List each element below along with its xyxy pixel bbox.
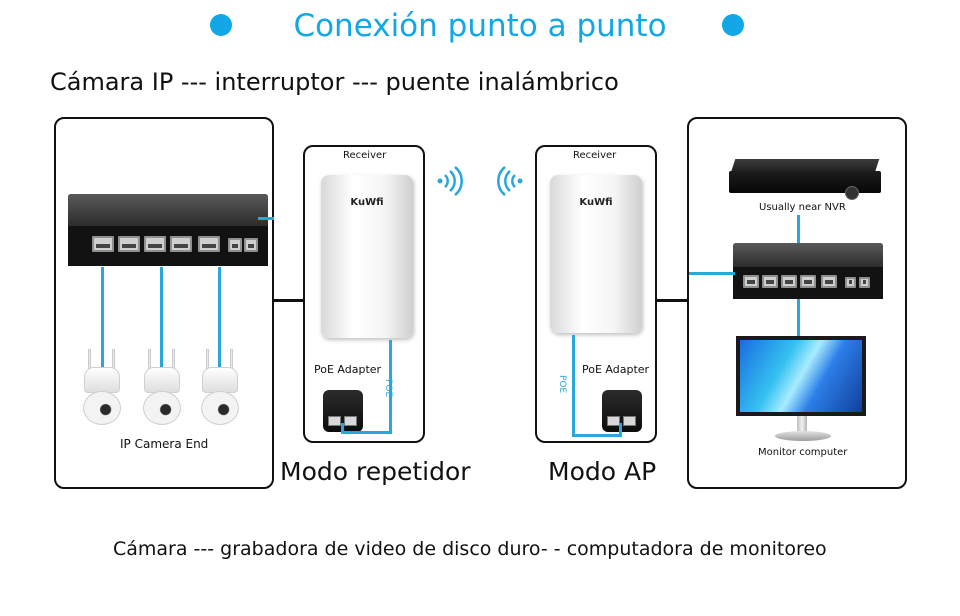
decorative-dot-left xyxy=(210,14,232,36)
monitoring-end-panel: Usually near NVR Monitor computer xyxy=(687,117,907,489)
cable-switch-camera-2 xyxy=(160,267,163,375)
poe-adapter-label: PoE Adapter xyxy=(314,363,382,376)
poe-switch-icon xyxy=(733,243,883,299)
poe-cable-label: POE xyxy=(557,375,567,394)
wireless-bridge-icon: KuWfi xyxy=(321,175,413,338)
monitor-base xyxy=(775,431,831,441)
brand-logo: KuWfi xyxy=(579,197,613,208)
ip-camera-icon xyxy=(140,349,184,427)
camera-end-panel: IP Camera End xyxy=(54,117,274,489)
wireless-signal-icon xyxy=(497,166,523,196)
poe-cable-label: POE xyxy=(383,379,393,398)
page-title: Conexión punto a punto xyxy=(293,8,667,44)
cable-switch-uplink xyxy=(689,272,735,275)
cable-nvr-switch xyxy=(797,215,800,243)
monitor-icon xyxy=(736,336,866,416)
poe-cable-bottom xyxy=(572,434,621,437)
monitor-caption: Monitor computer xyxy=(758,447,848,458)
cable-ap-to-right xyxy=(656,299,688,302)
poe-adapter-label: PoE Adapter xyxy=(582,363,650,376)
nvr-recorder-icon xyxy=(729,159,881,200)
ip-camera-icon xyxy=(80,349,124,427)
nvr-caption: Usually near NVR xyxy=(759,202,846,213)
poe-cable xyxy=(572,335,575,437)
cable-switch-camera-3 xyxy=(218,267,221,375)
repeater-mode-label: Modo repetidor xyxy=(278,457,473,486)
ip-camera-icon xyxy=(198,349,242,427)
cable-switch-camera-1 xyxy=(101,267,104,375)
cable-switch-monitor xyxy=(797,299,800,337)
poe-cable xyxy=(389,340,392,434)
wireless-bridge-icon: KuWfi xyxy=(550,175,642,333)
cable-switch-uplink xyxy=(258,217,274,220)
footer-caption: Cámara --- grabadora de video de disco d… xyxy=(113,538,827,560)
receiver-label: Receiver xyxy=(343,150,387,161)
page-subtitle: Cámara IP --- interruptor --- puente ina… xyxy=(50,68,619,96)
poe-cable-adapter xyxy=(619,423,622,437)
poe-switch-icon xyxy=(68,194,268,266)
poe-cable-bottom xyxy=(341,431,392,434)
camera-end-caption: IP Camera End xyxy=(120,437,209,451)
poe-adapter-icon xyxy=(602,390,642,432)
receiver-label: Receiver xyxy=(573,150,617,161)
wireless-signal-icon xyxy=(437,166,463,196)
ap-mode-panel: Receiver KuWfi PoE Adapter POE xyxy=(535,145,657,443)
cable-left-to-repeater xyxy=(273,299,304,302)
poe-cable-adapter xyxy=(341,423,344,434)
decorative-dot-right xyxy=(722,14,744,36)
monitor-stand xyxy=(797,416,807,434)
brand-logo: KuWfi xyxy=(350,197,384,208)
repeater-mode-panel: Receiver KuWfi PoE Adapter POE xyxy=(303,145,425,443)
ap-mode-label: Modo AP xyxy=(546,457,659,486)
